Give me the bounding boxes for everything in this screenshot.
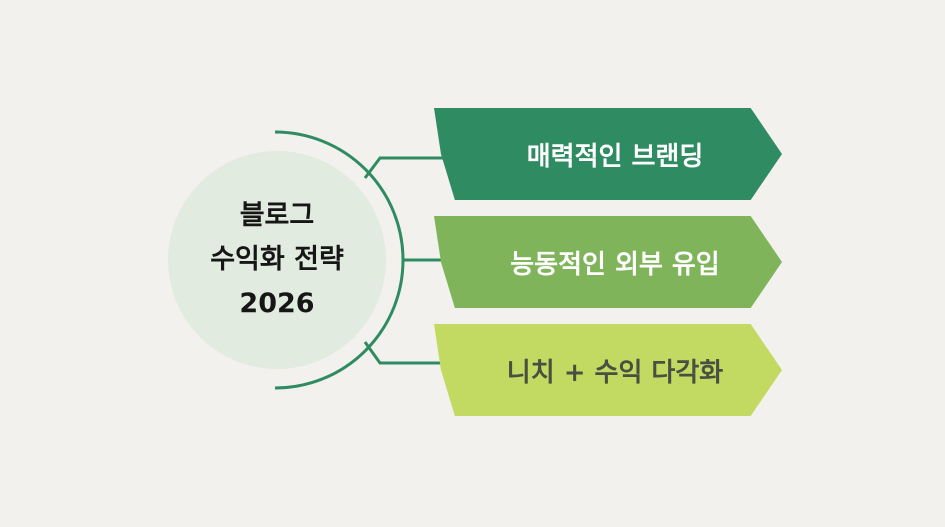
branch-branding-label: 매력적인 브랜딩 xyxy=(526,141,704,172)
hub-title-line-1: 블로그 xyxy=(239,200,315,231)
connector-top xyxy=(363,156,448,179)
branch-external-traffic-label: 능동적인 외부 유입 xyxy=(510,249,720,280)
hub-title: 블로그 수익화 전략 2026 xyxy=(210,194,344,326)
branch-niche-revenue-label: 니치 + 수익 다각화 xyxy=(506,357,724,388)
hub-arc xyxy=(274,130,405,390)
hub-circle: 블로그 수익화 전략 2026 xyxy=(168,151,386,369)
branch-niche-revenue: 니치 + 수익 다각화 xyxy=(434,324,782,416)
branch-external-traffic: 능동적인 외부 유입 xyxy=(434,216,782,308)
connector-bottom xyxy=(363,341,448,365)
branch-branding: 매력적인 브랜딩 xyxy=(434,108,782,200)
hub-title-line-3: 2026 xyxy=(239,288,315,319)
hub-title-line-2: 수익화 전략 xyxy=(210,244,344,275)
